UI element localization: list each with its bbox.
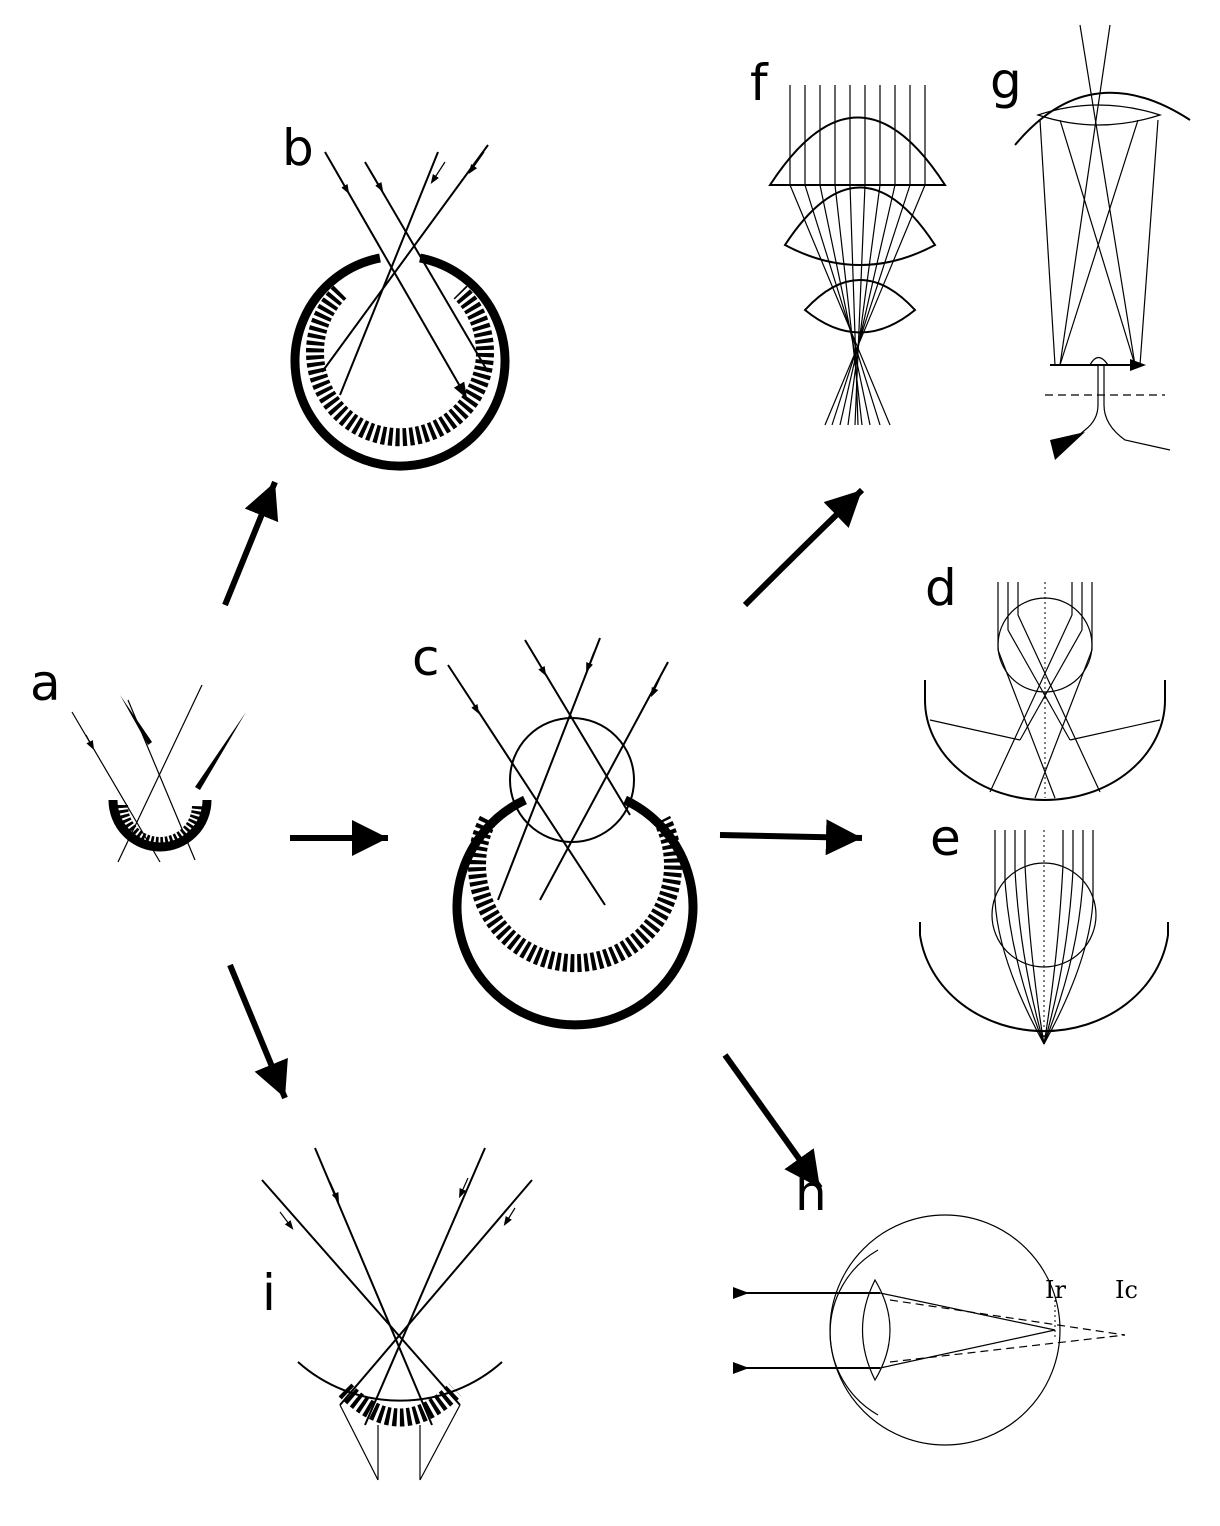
- h-retina-label: Ir: [1045, 1276, 1066, 1304]
- h-cornea-focus-label: Ic: [1115, 1276, 1138, 1304]
- label-c: c: [412, 629, 440, 687]
- eye-a-pit: [71, 684, 246, 863]
- label-e: e: [930, 809, 961, 867]
- eye-f-multi-lens: [768, 85, 947, 426]
- eye-b-cup: [290, 144, 510, 471]
- eye-g-telescope: [1014, 24, 1191, 460]
- label-d: d: [925, 559, 957, 617]
- eye-i-mirror: [261, 1147, 533, 1481]
- label-b: b: [282, 119, 314, 177]
- eye-h-camera: Ir Ic: [733, 1214, 1138, 1446]
- label-a: a: [30, 654, 61, 712]
- arrow-a-to-i: [227, 963, 288, 1100]
- label-i: i: [262, 1264, 276, 1322]
- arrow-c-to-h: [722, 1053, 823, 1190]
- arrow-c-to-f: [742, 487, 865, 608]
- eye-d-spherical-lens: [924, 582, 1166, 801]
- transition-arrows: [222, 480, 865, 1190]
- label-g: g: [990, 52, 1022, 110]
- eye-e-graded-lens: [919, 830, 1169, 1045]
- eye-c-lens: [447, 637, 698, 1030]
- label-f: f: [750, 54, 769, 112]
- arrow-c-to-de: [719, 819, 863, 856]
- arrow-a-to-b: [222, 480, 279, 607]
